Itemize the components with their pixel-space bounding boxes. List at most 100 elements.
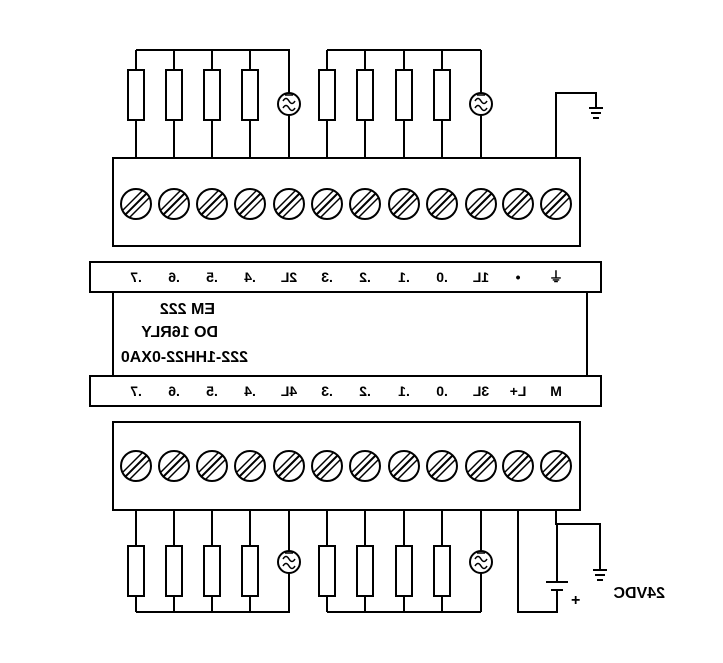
lower-lamp-icon <box>469 550 493 574</box>
lower-terminal-label-text: .1 <box>398 383 410 399</box>
lower-terminal-label-text: 4L <box>280 383 297 399</box>
upper-load-resistor-icon <box>395 69 413 121</box>
lower-terminal-label-text: .0 <box>436 383 448 399</box>
upper-screw-icon <box>234 188 266 220</box>
module-type: DO 16RLY <box>141 324 218 341</box>
lower-screw-icon <box>426 450 458 482</box>
battery-icon <box>546 524 568 594</box>
lower-terminal-label-text: L+ <box>510 383 527 399</box>
upper-screw-icon <box>196 188 228 220</box>
module-order-number: 222-1HH22-0XA0 <box>121 349 248 366</box>
upper-terminal-label-text: .7 <box>130 269 142 285</box>
lower-terminal-label-text: .5 <box>206 383 218 399</box>
upper-terminal-label: .3 <box>321 269 333 285</box>
upper-screw-icon <box>120 188 152 220</box>
lower-load-resistor-icon <box>241 545 259 597</box>
lower-screw-icon <box>234 450 266 482</box>
upper-load-resistor-icon <box>127 69 145 121</box>
lower-terminal-label-text: .4 <box>244 383 256 399</box>
upper-screw-icon <box>502 188 534 220</box>
lower-screw-icon <box>196 450 228 482</box>
lower-terminal-label: .6 <box>168 383 180 399</box>
ground-wire <box>555 92 597 158</box>
lower-terminal-label: .5 <box>206 383 218 399</box>
lower-terminal-label: .7 <box>130 383 142 399</box>
upper-load-resistor-icon <box>318 69 336 121</box>
upper-terminal-label-text: ⏚ <box>549 269 563 285</box>
lower-load-resistor-icon <box>395 545 413 597</box>
upper-load-resistor-icon <box>203 69 221 121</box>
upper-screw-icon <box>273 188 305 220</box>
module-text-group: EM 222 DO 16RLY 222-1HH22-0XA0 <box>121 301 248 366</box>
upper-terminal-label: • <box>515 269 520 285</box>
upper-terminal-label-text: 1L <box>472 269 489 285</box>
upper-label-strip <box>89 261 602 293</box>
supply-voltage-label: 24VDC <box>613 585 665 602</box>
upper-terminal-label-text: .3 <box>321 269 333 285</box>
lower-screw-icon <box>540 450 572 482</box>
lower-screw-icon <box>349 450 381 482</box>
lower-lamp-icon <box>277 550 301 574</box>
lower-load-resistor-icon <box>433 545 451 597</box>
upper-load-resistor-icon <box>433 69 451 121</box>
upper-screw-icon <box>540 188 572 220</box>
supply-label-group: 24VDC <box>613 585 665 602</box>
supply-24vdc: + 24VDC <box>517 510 665 613</box>
lower-terminal-label-text: .7 <box>130 383 142 399</box>
upper-terminal-label: .6 <box>168 269 180 285</box>
upper-screw-icon <box>388 188 420 220</box>
upper-lamp-icon <box>277 92 301 116</box>
lower-terminal-label-text: M <box>550 383 562 399</box>
lplus-wire <box>517 510 558 613</box>
upper-lamp-icon <box>469 92 493 116</box>
lower-screw-icon <box>502 450 534 482</box>
upper-terminal-label: .1 <box>398 269 410 285</box>
lower-load-wiring <box>127 510 493 613</box>
upper-load-resistor-icon <box>356 69 374 121</box>
lower-screw-icon <box>273 450 305 482</box>
lower-terminal-label: M <box>550 383 562 399</box>
lower-terminal-label: 3L <box>472 383 489 399</box>
battery-plus-label: + <box>571 592 580 609</box>
lower-load-resistor-icon <box>356 545 374 597</box>
upper-terminal-label-text: .4 <box>244 269 256 285</box>
upper-terminal-label-text: • <box>515 269 520 285</box>
lower-load-resistor-icon <box>203 545 221 597</box>
lower-terminal-label: 4L <box>280 383 297 399</box>
lower-terminal-label: .0 <box>436 383 448 399</box>
upper-screw-icon <box>311 188 343 220</box>
upper-terminal-label: .5 <box>206 269 218 285</box>
upper-screw-icon <box>465 188 497 220</box>
upper-screw-icon <box>158 188 190 220</box>
m-wire <box>555 510 601 570</box>
upper-screws <box>120 188 572 220</box>
upper-terminal-label: ⏚ <box>549 269 563 285</box>
lower-terminal-label: L+ <box>510 383 527 399</box>
lower-screw-icon <box>465 450 497 482</box>
upper-screw-icon <box>349 188 381 220</box>
upper-terminal-label-text: 2L <box>280 269 297 285</box>
upper-load-wiring <box>127 49 493 158</box>
lower-label-strip <box>89 375 602 407</box>
lower-load-resistor-icon <box>318 545 336 597</box>
lower-load-resistor-icon <box>165 545 183 597</box>
lower-screw-icon <box>158 450 190 482</box>
upper-terminal-label: .7 <box>130 269 142 285</box>
lower-screw-icon <box>388 450 420 482</box>
lower-screw-icon <box>120 450 152 482</box>
upper-terminal-label: 2L <box>280 269 297 285</box>
lower-labels: .7 .6 .5 .4 4L .3 .2 .1 .0 3L L+ M <box>130 383 562 399</box>
lower-screw-icon <box>311 450 343 482</box>
lower-terminal-label-text: .3 <box>321 383 333 399</box>
upper-load-resistor-icon <box>165 69 183 121</box>
upper-terminal-label-text: .0 <box>436 269 448 285</box>
lower-terminal-label: .4 <box>244 383 256 399</box>
upper-terminal-label-text: .2 <box>359 269 371 285</box>
supply-ground-icon <box>593 569 607 581</box>
upper-screw-icon <box>426 188 458 220</box>
lower-terminal-label: .3 <box>321 383 333 399</box>
upper-terminal-label: .4 <box>244 269 256 285</box>
ground-icon <box>589 107 603 119</box>
lower-terminal-label-text: .2 <box>359 383 371 399</box>
